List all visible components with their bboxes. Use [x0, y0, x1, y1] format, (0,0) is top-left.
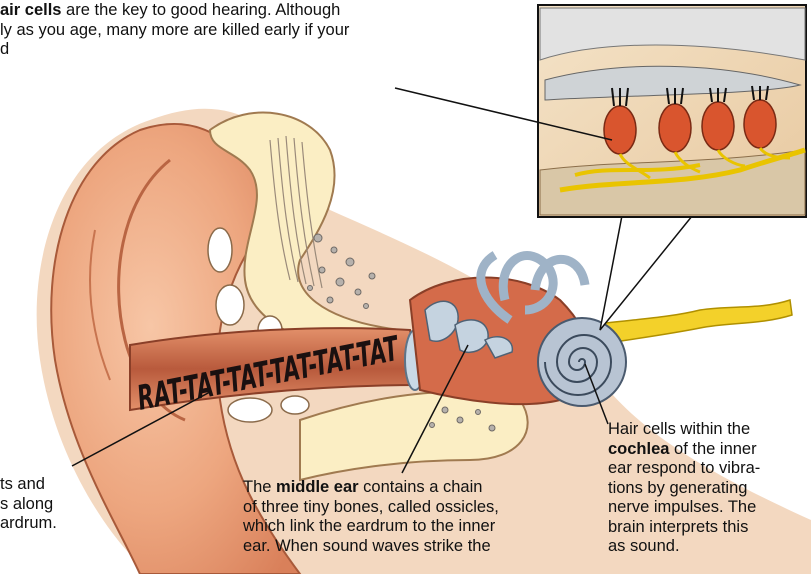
hair-cell-inset — [538, 5, 806, 217]
zoom-cone — [600, 200, 705, 330]
caption-hair-cells: air cells are the key to good hearing. A… — [0, 1, 520, 60]
caption-middle-ear: The middle ear contains a chain of three… — [243, 478, 573, 556]
caption-outer-ear: ts and s along ardrum. — [0, 475, 120, 534]
caption-cochlea: Hair cells within the cochlea of the inn… — [608, 420, 808, 557]
cochlea — [538, 318, 626, 406]
